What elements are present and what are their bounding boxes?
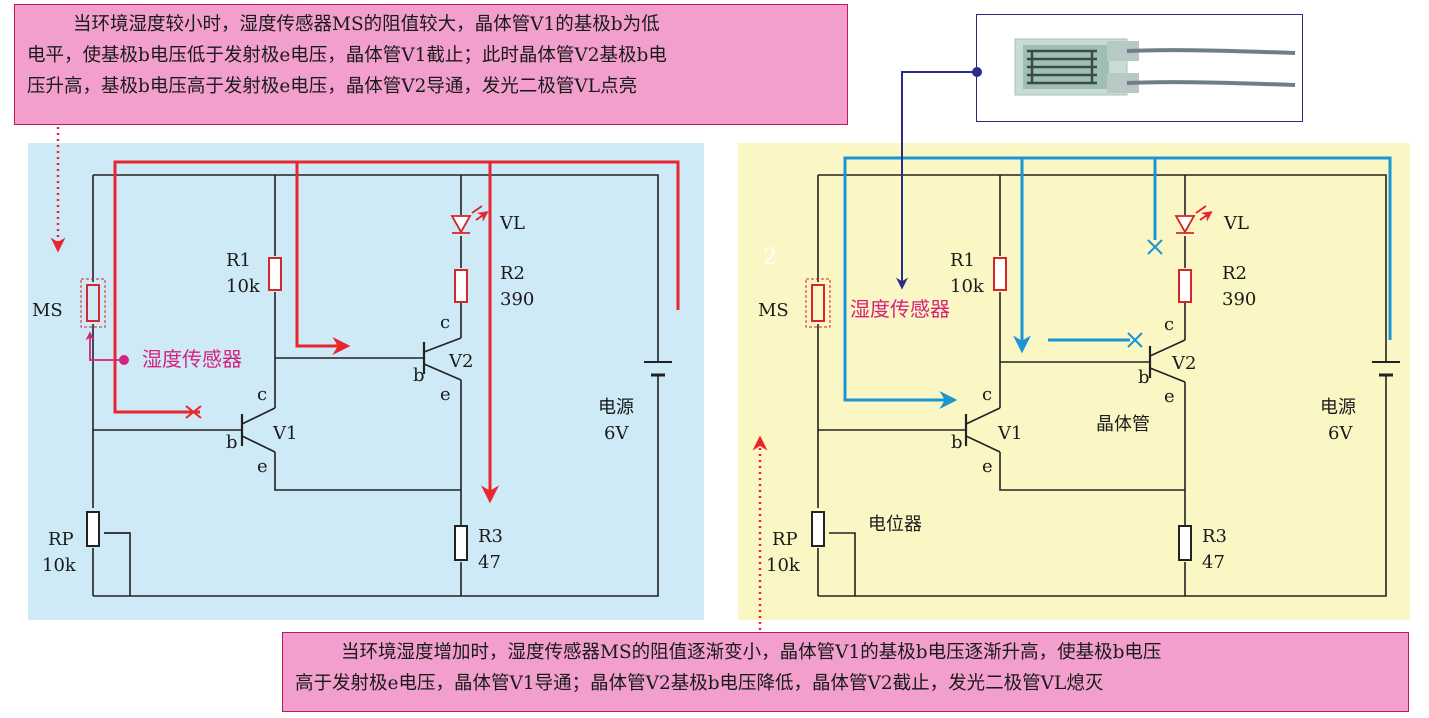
left-rp-label: RP xyxy=(48,529,74,550)
right-r3-resistor xyxy=(1178,525,1192,561)
right-v1-e: e xyxy=(982,456,993,477)
left-power-value: 6V xyxy=(604,423,629,444)
left-r3-resistor xyxy=(454,525,468,561)
left-v1-b: b xyxy=(226,432,238,453)
right-v1-b: b xyxy=(951,432,963,453)
left-r3-label: R3 xyxy=(478,526,503,547)
left-v1-c: c xyxy=(257,384,267,405)
left-ms-dash-box xyxy=(80,278,106,328)
right-power-value: 6V xyxy=(1328,423,1353,444)
left-vl-label: VL xyxy=(499,213,525,234)
right-rp-pot xyxy=(811,511,825,547)
left-rp-pot xyxy=(86,511,100,547)
right-faint-mark: 2 xyxy=(763,245,777,270)
left-power-label: 电源 xyxy=(598,397,634,418)
left-v2-c: c xyxy=(440,312,450,333)
left-v2-emitter xyxy=(423,363,462,381)
left-circuit-panel xyxy=(28,143,704,620)
right-r2-label: R2 xyxy=(1222,263,1247,284)
right-vl-label: VL xyxy=(1223,213,1249,234)
left-rp-value: 10k xyxy=(42,555,77,576)
right-circuit xyxy=(817,174,1400,597)
right-v2-label: V2 xyxy=(1171,353,1196,374)
right-sensor-label: 湿度传感器 xyxy=(850,297,950,321)
left-r3-value: 47 xyxy=(478,552,501,573)
left-r1-label: R1 xyxy=(226,250,251,271)
right-ms-dash-box xyxy=(805,278,831,328)
right-rp-wiper-wire xyxy=(829,532,856,596)
right-circuit-panel xyxy=(738,143,1410,620)
right-pot-label: 电位器 xyxy=(868,514,922,535)
left-v1-collector xyxy=(241,407,276,425)
right-ms-sensor xyxy=(811,284,825,322)
right-pointer-dot xyxy=(972,67,982,77)
right-v1-emitter-wire xyxy=(999,452,1185,491)
right-v2-collector xyxy=(1149,339,1186,357)
left-v2-label: V2 xyxy=(448,351,473,372)
right-transistor-label: 晶体管 xyxy=(1096,414,1150,435)
left-v1-e: e xyxy=(257,456,268,477)
left-r2-resistor xyxy=(454,269,468,303)
right-v2-c: c xyxy=(1164,314,1174,335)
left-vl-led xyxy=(450,206,486,234)
bottom-note-line-1: 当环境湿度增加时，湿度传感器MS的阻值逐渐变小，晶体管V1的基极b电压逐渐升高，… xyxy=(341,642,1162,663)
left-sensor-label: 湿度传感器 xyxy=(142,347,242,371)
bottom-explanation-note: 当环境湿度增加时，湿度传感器MS的阻值逐渐变小，晶体管V1的基极b电压逐渐升高，… xyxy=(282,632,1409,712)
right-v2-e: e xyxy=(1164,386,1175,407)
left-current-flow xyxy=(113,160,680,504)
left-top-rail xyxy=(93,174,659,362)
right-ms-label: MS xyxy=(758,300,789,321)
left-ms-label: MS xyxy=(32,300,63,321)
left-r2-value: 390 xyxy=(500,289,534,310)
right-r1-value: 10k xyxy=(950,276,985,297)
top-note-line-3: 压升高，基极b电压高于发射极e电压，晶体管V2导通，发光二极管VL点亮 xyxy=(27,76,638,97)
bottom-note-line-2: 高于发射极e电压，晶体管V1导通；晶体管V2基极b电压降低，晶体管V2截止，发光… xyxy=(295,673,1104,694)
right-r3-value: 47 xyxy=(1202,552,1225,573)
top-note-line-2: 电平，使基极b电压低于发射极e电压，晶体管V1截止；此时晶体管V2基极b电 xyxy=(27,45,667,66)
left-v1-emitter-wire xyxy=(274,452,461,491)
right-v1-emitter xyxy=(965,435,1001,453)
right-current-flow xyxy=(843,156,1392,409)
right-v1-collector xyxy=(965,407,1001,425)
right-r1-label: R1 xyxy=(950,250,975,271)
top-note-line-1: 当环境湿度较小时，湿度传感器MS的阻值较大，晶体管V1的基极b为低 xyxy=(73,14,660,35)
left-v2-e: e xyxy=(440,384,451,405)
left-rp-wiper-wire xyxy=(104,532,131,596)
left-circuit xyxy=(92,174,672,597)
right-rp-label: RP xyxy=(772,529,798,550)
left-v1-label: V1 xyxy=(272,423,297,444)
right-v2-b: b xyxy=(1138,367,1150,388)
right-v2-emitter xyxy=(1149,367,1186,383)
right-v1-c: c xyxy=(982,384,992,405)
top-explanation-note: 当环境湿度较小时，湿度传感器MS的阻值较大，晶体管V1的基极b为低 电平，使基极… xyxy=(14,4,848,125)
right-bottom-rail xyxy=(818,375,1387,597)
right-r2-value: 390 xyxy=(1222,289,1256,310)
right-power-label: 电源 xyxy=(1320,397,1356,418)
right-top-rail xyxy=(818,174,1387,362)
right-r2-resistor xyxy=(1178,269,1192,303)
right-rp-value: 10k xyxy=(766,555,801,576)
left-ms-sensor xyxy=(86,284,100,322)
left-v1-emitter xyxy=(241,435,276,453)
left-r1-value: 10k xyxy=(226,276,261,297)
left-v2-collector xyxy=(423,337,462,353)
left-v2-b: b xyxy=(413,365,425,386)
right-sensor-photo-pointer xyxy=(896,71,977,290)
right-v1-label: V1 xyxy=(997,423,1022,444)
left-sensor-pointer xyxy=(85,331,129,365)
right-r3-label: R3 xyxy=(1202,526,1227,547)
right-vl-led xyxy=(1174,206,1210,234)
left-r2-label: R2 xyxy=(500,263,525,284)
humidity-sensor-photo xyxy=(976,14,1303,122)
left-bottom-rail xyxy=(93,375,659,597)
left-r1-resistor xyxy=(268,257,282,291)
right-r1-resistor xyxy=(993,257,1007,291)
